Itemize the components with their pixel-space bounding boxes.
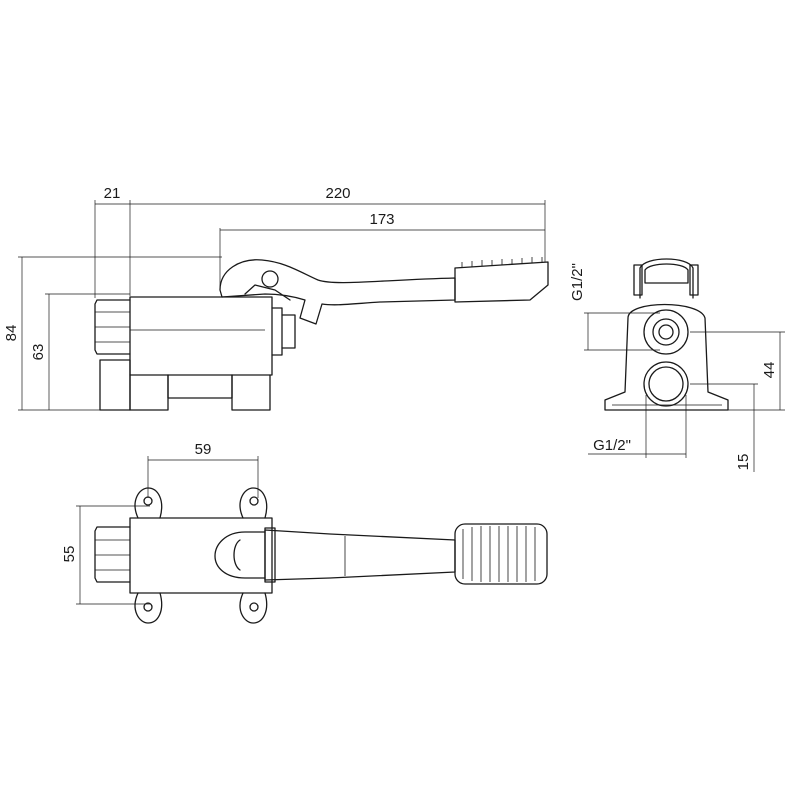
top-body [129,517,273,594]
end-view: G1/2" G1/2" 44 15 [569,258,785,472]
top-inlet-fitting [94,526,131,583]
side-pedal [454,261,549,303]
top-pedal-ribs [462,526,536,582]
side-foot-left [129,374,169,411]
top-hole-tr [249,496,259,506]
top-ear-tr [239,487,268,519]
end-upper-port-mid [652,318,680,346]
dim-55-label: 55 [61,546,78,563]
dim-63-label: 63 [30,344,47,361]
end-ear-right [689,264,699,296]
top-view: 59 55 [61,441,548,624]
dim-15-label: 15 [735,454,752,471]
side-lever [219,259,456,325]
side-body [129,296,273,376]
top-hole-br [249,602,259,612]
top-lever-head-inner [233,539,241,571]
end-body [604,303,729,411]
side-foot-right [231,374,271,411]
top-lever-arm [264,529,456,581]
end-ear-left [633,264,643,296]
side-outlet [99,359,131,411]
end-top-cap [639,258,694,299]
top-hole-bl [143,602,153,612]
top-ear-bl [134,592,163,624]
dim-44-label: 44 [761,362,778,379]
side-foot-web [167,374,233,399]
side-view: 21 220 173 84 63 [3,185,549,411]
top-ear-br [239,592,268,624]
top-lever-pivot [264,527,276,583]
dim-g-upper-label: G1/2" [569,263,586,301]
side-valve-cap [271,307,283,356]
side-lever-pivot [261,270,279,288]
dim-220-label: 220 [325,185,350,202]
dim-173-label: 173 [369,211,394,228]
top-hole-tl [143,496,153,506]
dim-59-label: 59 [195,441,212,458]
end-lower-port-outer [643,361,689,407]
side-lever-link [244,284,291,301]
top-pedal [454,523,548,585]
end-lower-port-inner [648,366,684,402]
dim-21-label: 21 [104,185,121,202]
end-upper-port-inner [658,324,674,340]
side-valve-stem [281,314,296,349]
dim-g-lower-label: G1/2" [593,437,631,454]
end-top-nut [644,263,689,284]
dim-84-label: 84 [3,325,20,342]
end-upper-port-outer [643,309,689,355]
top-lever-head [214,531,266,579]
top-ear-tl [134,487,163,519]
side-pedal-ribs [461,257,543,268]
